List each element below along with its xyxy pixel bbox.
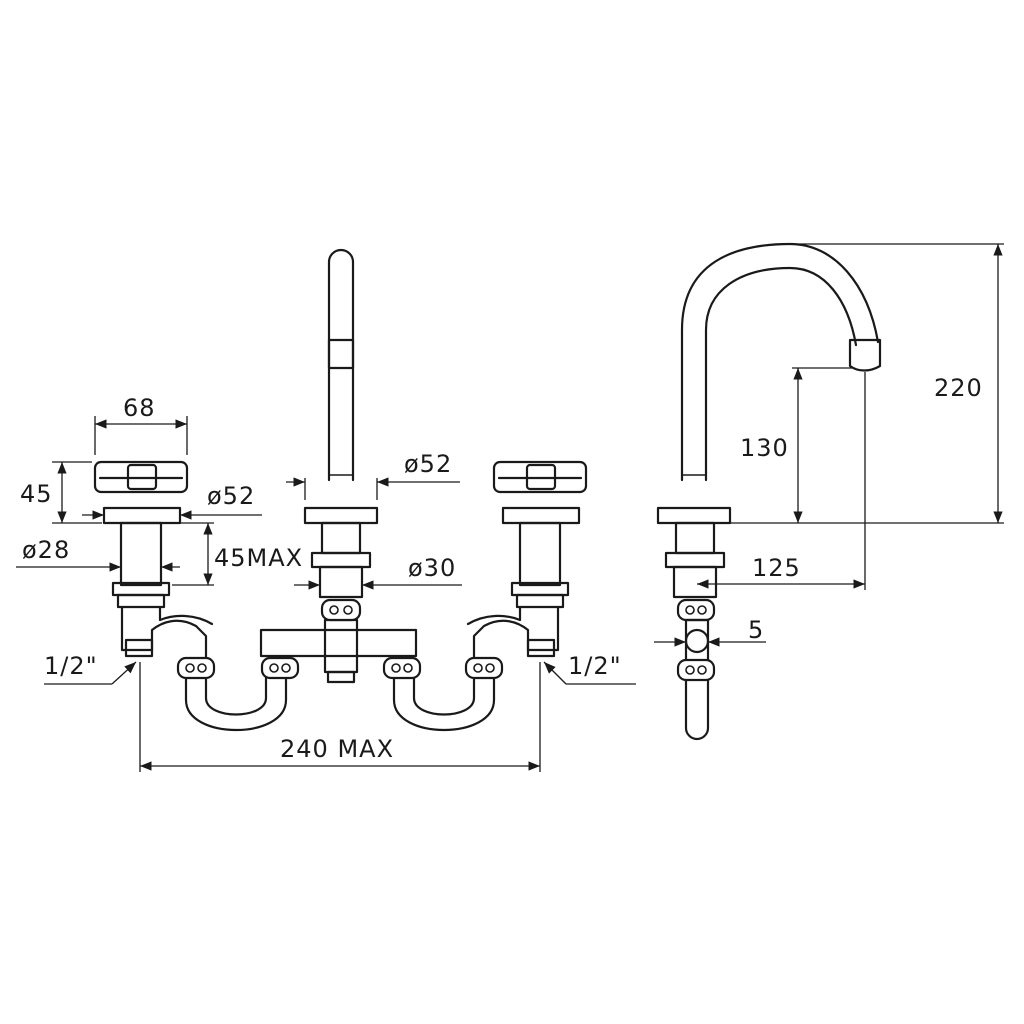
thread-right-label: 1/2" bbox=[568, 652, 622, 680]
deck-thickness-label: 45MAX bbox=[214, 544, 303, 572]
shank-dia-label: ø28 bbox=[22, 536, 70, 564]
dimension-labels: 68 45 ø52 ø28 45MAX ø52 ø30 1/2" 1/2" 24… bbox=[20, 374, 983, 763]
left-handle bbox=[93, 460, 214, 664]
spout-height-label: 220 bbox=[934, 374, 983, 402]
spout-reach-label: 125 bbox=[752, 554, 801, 582]
offset-label: 5 bbox=[748, 616, 764, 644]
left-hose bbox=[176, 656, 300, 732]
center-spout bbox=[259, 248, 418, 684]
spout-escutcheon-dia-label: ø52 bbox=[404, 450, 452, 478]
spout-shank-dia-label: ø30 bbox=[408, 554, 456, 582]
escutcheon-dia-left-label: ø52 bbox=[207, 482, 255, 510]
thread-left-label: 1/2" bbox=[44, 652, 98, 680]
side-view bbox=[656, 242, 882, 741]
handle-width-label: 68 bbox=[123, 394, 156, 422]
right-handle bbox=[466, 460, 588, 664]
right-hose bbox=[382, 656, 504, 732]
front-view bbox=[93, 248, 588, 732]
overall-spread-label: 240 MAX bbox=[280, 735, 394, 763]
spout-clearance-label: 130 bbox=[740, 434, 789, 462]
handle-height-label: 45 bbox=[20, 480, 53, 508]
dimensions bbox=[16, 243, 1004, 772]
